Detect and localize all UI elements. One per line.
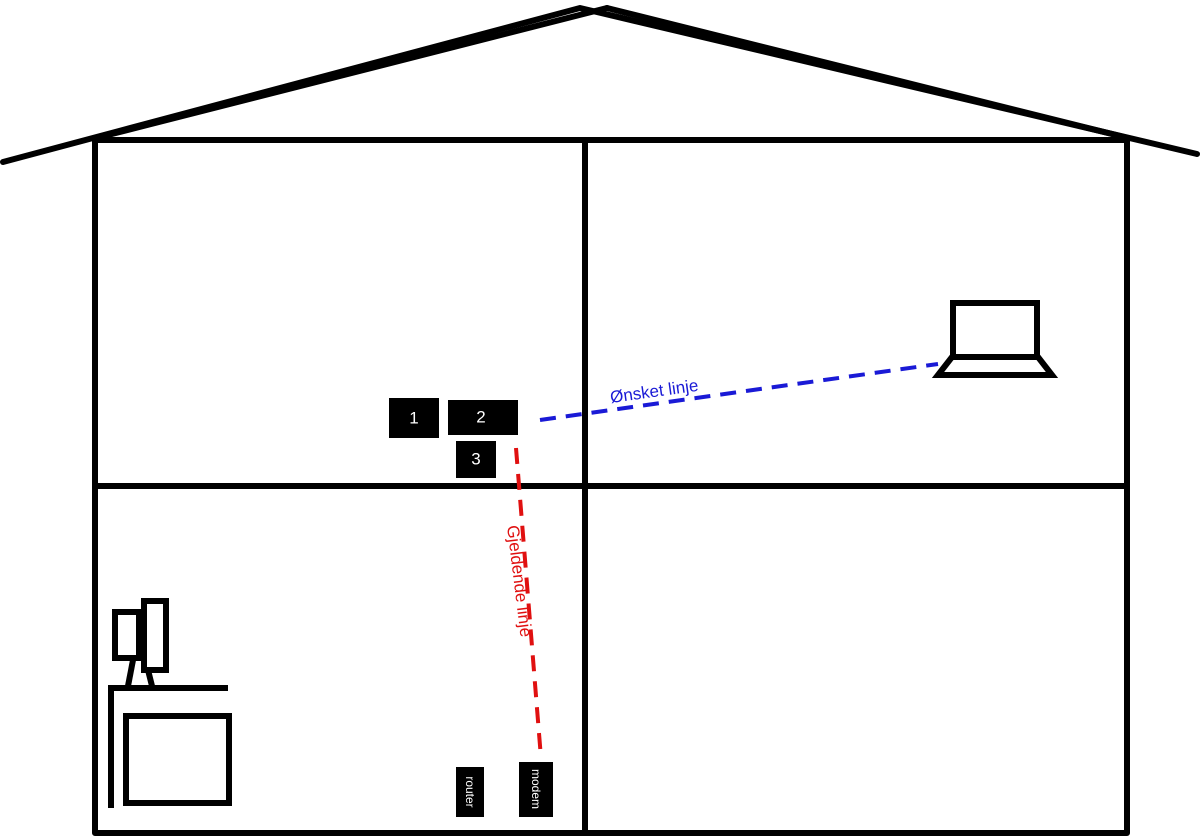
roof-inner-left (93, 5, 610, 141)
desired-line (539, 362, 939, 422)
svg-text:modem: modem (529, 769, 543, 809)
box-2: 2 (448, 400, 518, 435)
current-line-label: Gjeldende linje (503, 524, 536, 638)
box-3: 3 (456, 441, 496, 478)
svg-text:1: 1 (409, 409, 418, 428)
svg-text:2: 2 (476, 408, 485, 427)
svg-text:3: 3 (471, 450, 480, 469)
laptop-icon (931, 300, 1059, 378)
box-1: 1 (389, 398, 439, 438)
roof-inner-right (604, 5, 1131, 141)
desk (108, 685, 232, 808)
modem: modem (519, 762, 553, 817)
router: router (456, 767, 484, 817)
svg-text:router: router (463, 776, 477, 807)
desktop-computer-icon (112, 598, 169, 687)
